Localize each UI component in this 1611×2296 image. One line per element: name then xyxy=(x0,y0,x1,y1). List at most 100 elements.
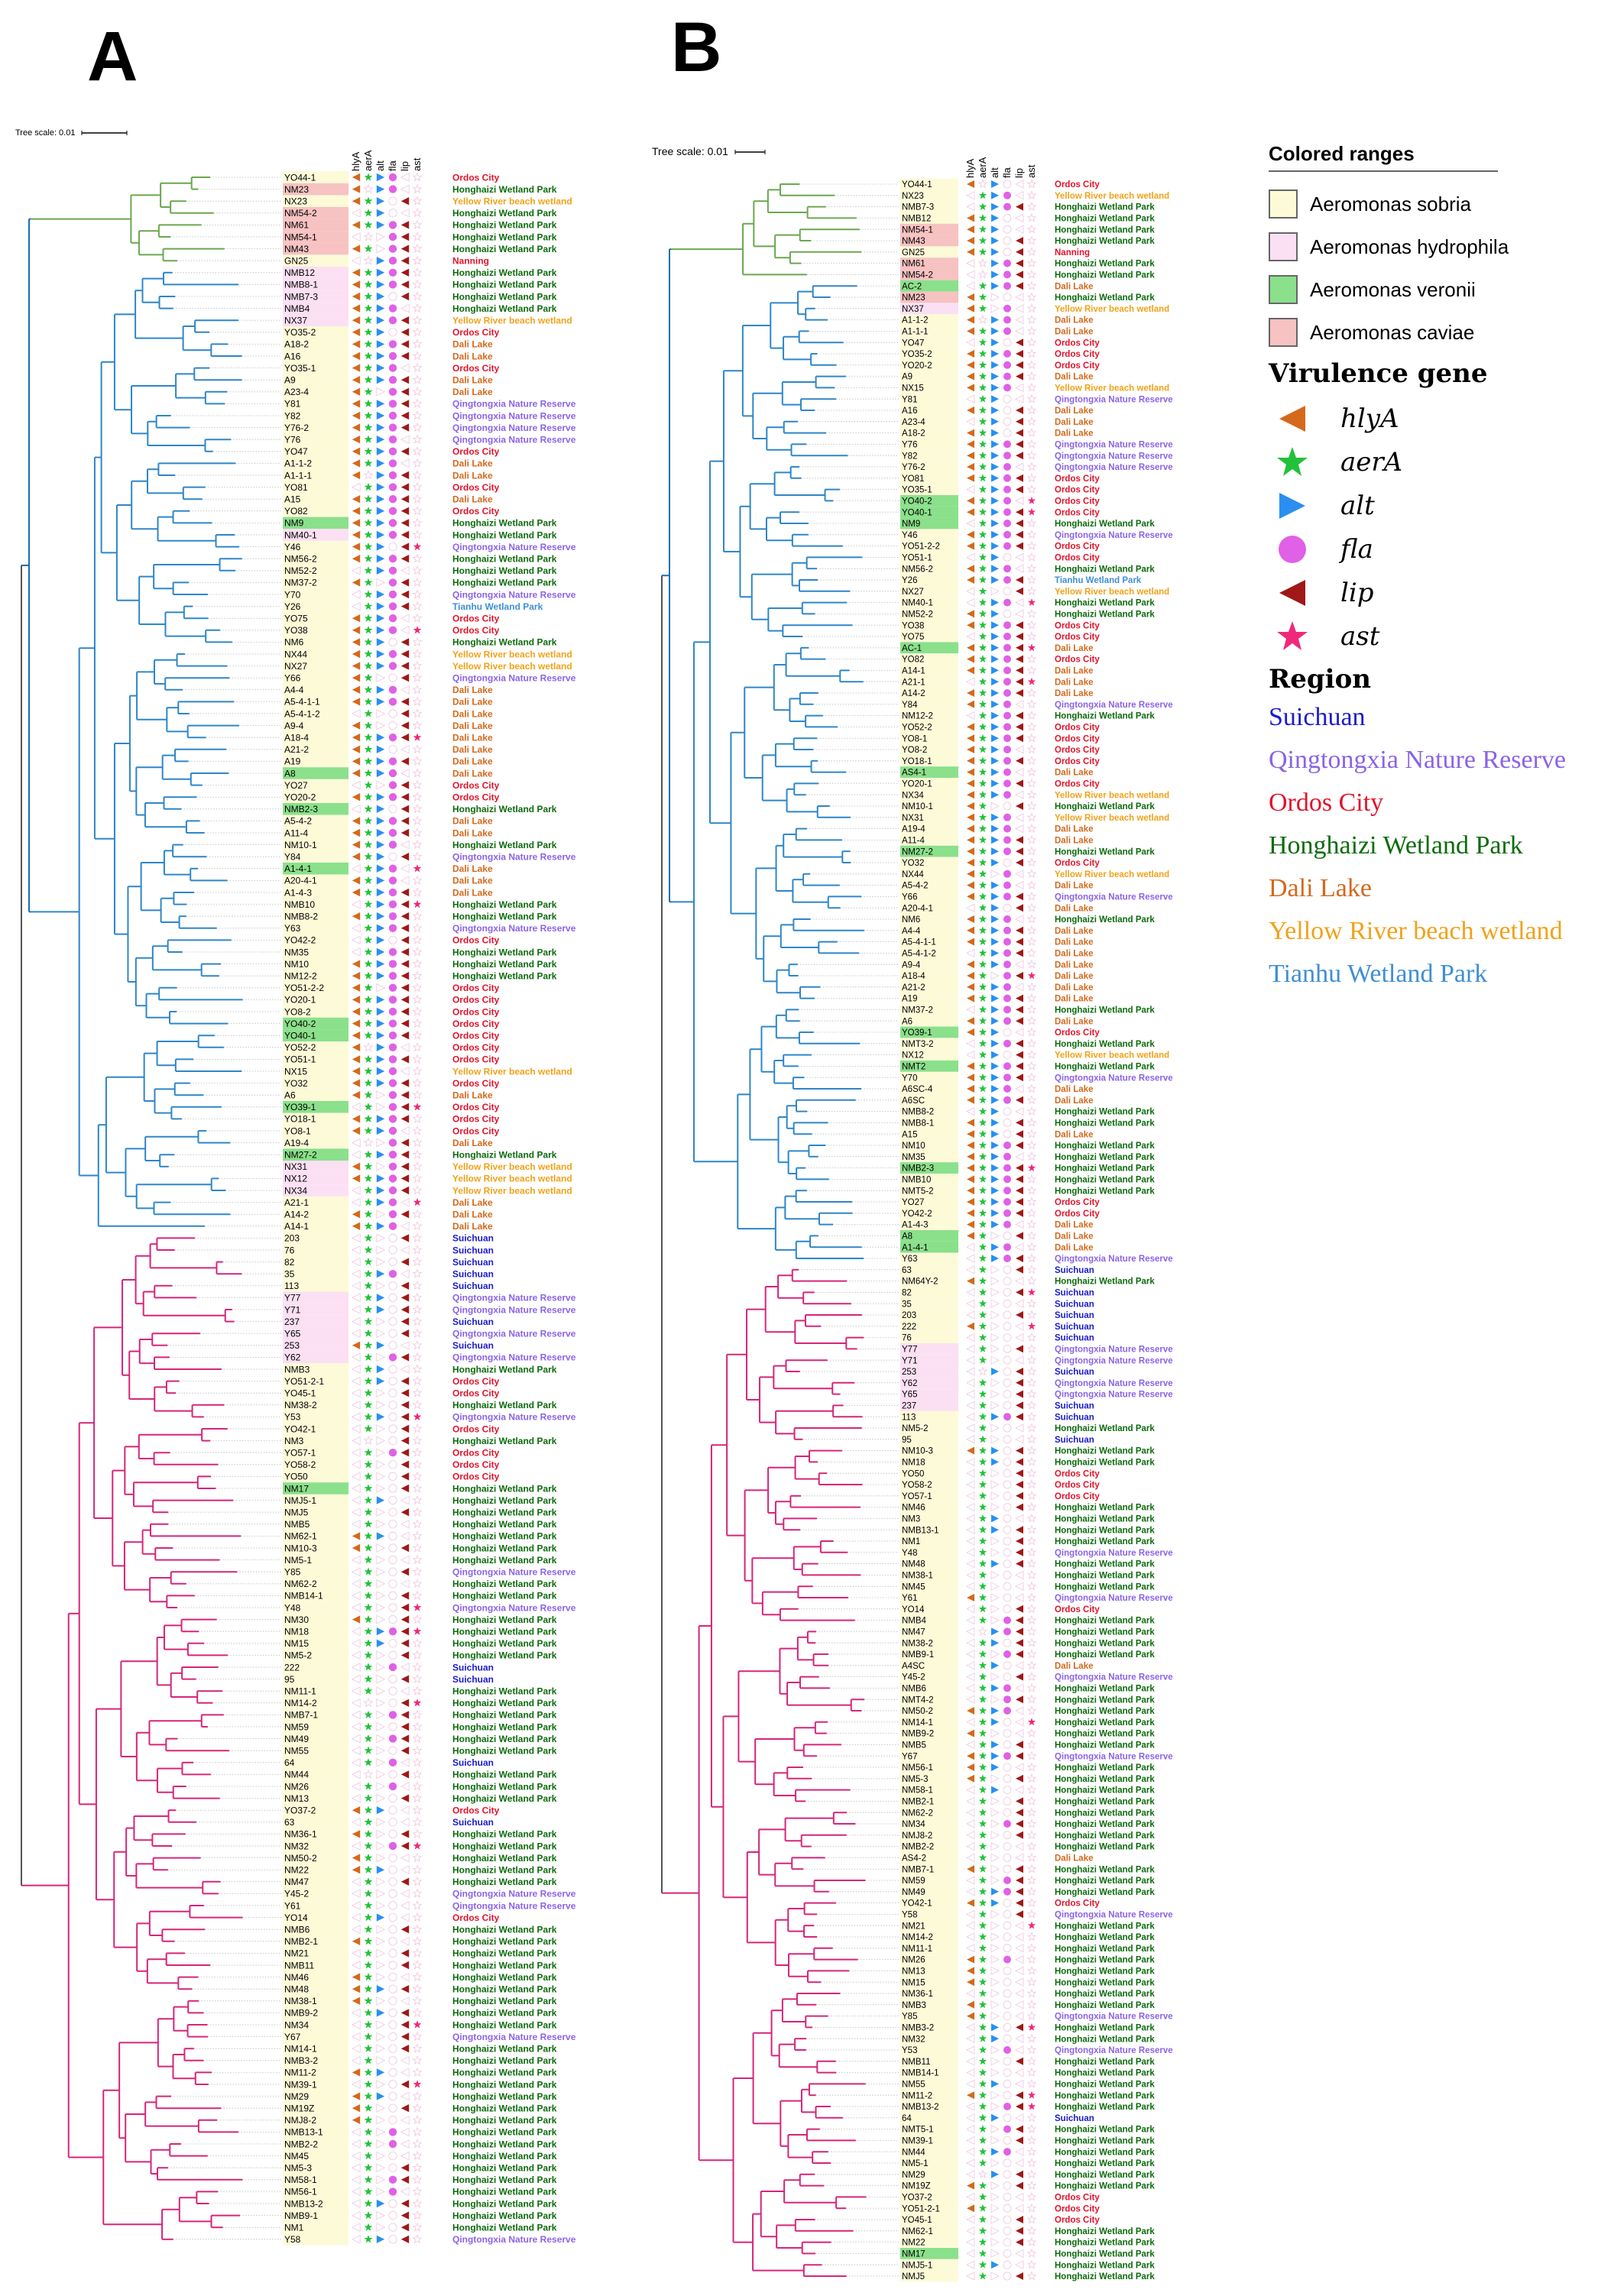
circle-mark xyxy=(1003,847,1011,856)
triangle-right-mark xyxy=(376,1555,386,1565)
star-mark xyxy=(978,926,987,934)
triangle-right-mark xyxy=(991,508,999,517)
circle-mark xyxy=(388,1401,397,1410)
star-mark xyxy=(1026,2191,1037,2201)
star-mark xyxy=(413,1412,422,1420)
leaf-label: NX34 xyxy=(902,791,924,800)
leaf-label: NM21 xyxy=(902,1922,925,1931)
circle-mark xyxy=(1003,1740,1012,1749)
circle-mark xyxy=(388,757,397,766)
star-mark xyxy=(1026,1637,1037,1647)
species-range-band xyxy=(283,338,348,351)
region-label: Honghaizi Wetland Park xyxy=(1055,1707,1155,1716)
triangle-left-mark xyxy=(966,1265,975,1274)
region-label: Honghaizi Wetland Park xyxy=(1055,2137,1155,2146)
leaf-label: AC-2 xyxy=(902,282,922,291)
star-mark xyxy=(978,756,987,765)
region-label: Suichuan xyxy=(1055,1266,1094,1275)
leaf-label: NX27 xyxy=(902,588,924,597)
triangle-right-mark xyxy=(376,947,385,957)
region-label: Honghaizi Wetland Park xyxy=(1055,2261,1155,2270)
circle-mark xyxy=(1003,2000,1012,2009)
leaf-label: A1-1-1 xyxy=(284,470,312,481)
triangle-left-mark xyxy=(966,1525,975,1534)
star-mark xyxy=(364,852,373,860)
region-label: Ordos City xyxy=(1055,1492,1100,1501)
triangle-right-mark xyxy=(990,1355,1000,1365)
star-mark xyxy=(364,840,373,849)
triangle-right-mark xyxy=(376,1067,385,1076)
circle-mark xyxy=(1003,892,1011,901)
region-label: Ordos City xyxy=(1055,746,1100,755)
star-mark xyxy=(412,1185,423,1195)
star-mark xyxy=(978,2012,987,2019)
circle-mark xyxy=(388,996,397,1004)
triangle-right-mark xyxy=(991,994,999,1002)
legend-region-item: Yellow River beach wetland xyxy=(1269,917,1563,945)
triangle-left-mark xyxy=(1016,847,1023,856)
species-range-band xyxy=(283,934,348,947)
star-mark xyxy=(978,1559,987,1567)
triangle-right-mark xyxy=(376,459,385,468)
triangle-right-mark xyxy=(990,1480,1000,1489)
star-mark xyxy=(412,1447,423,1457)
triangle-right-mark xyxy=(376,328,385,336)
triangle-right-mark xyxy=(376,340,385,348)
circle-mark xyxy=(1003,1582,1012,1591)
region-label: Honghaizi Wetland Park xyxy=(1055,1119,1155,1129)
triangle-left-mark xyxy=(1016,633,1023,640)
star-mark xyxy=(1026,1604,1037,1614)
region-label: Nanning xyxy=(452,256,489,267)
species-range-band xyxy=(283,481,348,494)
triangle-left-mark xyxy=(967,2091,974,2100)
triangle-left-mark xyxy=(352,983,361,992)
region-label: Honghaizi Wetland Park xyxy=(1055,1718,1155,1728)
triangle-right-mark xyxy=(990,2124,1000,2134)
star-mark xyxy=(978,1774,987,1783)
circle-mark xyxy=(1003,304,1011,313)
triangle-left-mark xyxy=(967,915,974,923)
leaf-label: NMB7-3 xyxy=(284,291,318,302)
leaf-label: A9-4 xyxy=(284,721,304,731)
star-mark xyxy=(978,2125,987,2132)
star-mark xyxy=(978,801,987,810)
triangle-right-mark xyxy=(991,497,999,505)
triangle-left-mark xyxy=(352,1067,361,1076)
star-mark xyxy=(1026,484,1037,494)
triangle-left-mark xyxy=(352,495,361,504)
region-label: Honghaizi Wetland Park xyxy=(1055,2171,1155,2180)
triangle-left-mark xyxy=(352,685,361,694)
triangle-left-mark xyxy=(966,394,975,403)
triangle-right-mark xyxy=(376,1448,386,1458)
triangle-left-mark xyxy=(352,173,361,182)
region-label: Honghaizi Wetland Park xyxy=(1055,225,1155,235)
triangle-right-mark xyxy=(991,282,999,290)
circle-mark xyxy=(388,495,397,504)
star-mark xyxy=(1026,269,1037,279)
region-label: Yellow River beach wetland xyxy=(452,1066,572,1077)
triangle-left-mark xyxy=(1016,904,1023,912)
species-range-band xyxy=(283,278,348,291)
triangle-right-mark xyxy=(376,471,385,480)
triangle-right-mark xyxy=(990,1605,1000,1614)
triangle-left-mark xyxy=(351,1352,361,1362)
circle-mark xyxy=(1003,700,1011,708)
triangle-left-mark xyxy=(966,484,975,494)
triangle-left-mark xyxy=(1016,1413,1023,1421)
region-label: Honghaizi Wetland Park xyxy=(1055,203,1155,212)
triangle-left-mark xyxy=(966,338,975,347)
circle-mark xyxy=(388,280,397,289)
triangle-left-mark xyxy=(967,304,974,313)
triangle-left-mark xyxy=(400,817,410,825)
circle-mark xyxy=(388,1305,397,1314)
triangle-left-mark xyxy=(400,1555,410,1565)
triangle-right-mark xyxy=(376,1281,386,1290)
gene-column-header: ast xyxy=(1026,164,1037,178)
star-mark xyxy=(1026,823,1037,833)
circle-mark xyxy=(1003,1119,1012,1127)
triangle-left-mark xyxy=(400,1221,410,1231)
triangle-left-mark xyxy=(1016,1910,1023,1919)
triangle-right-mark xyxy=(991,225,999,234)
circle-mark xyxy=(1003,1175,1011,1184)
triangle-right-mark xyxy=(376,1472,386,1482)
